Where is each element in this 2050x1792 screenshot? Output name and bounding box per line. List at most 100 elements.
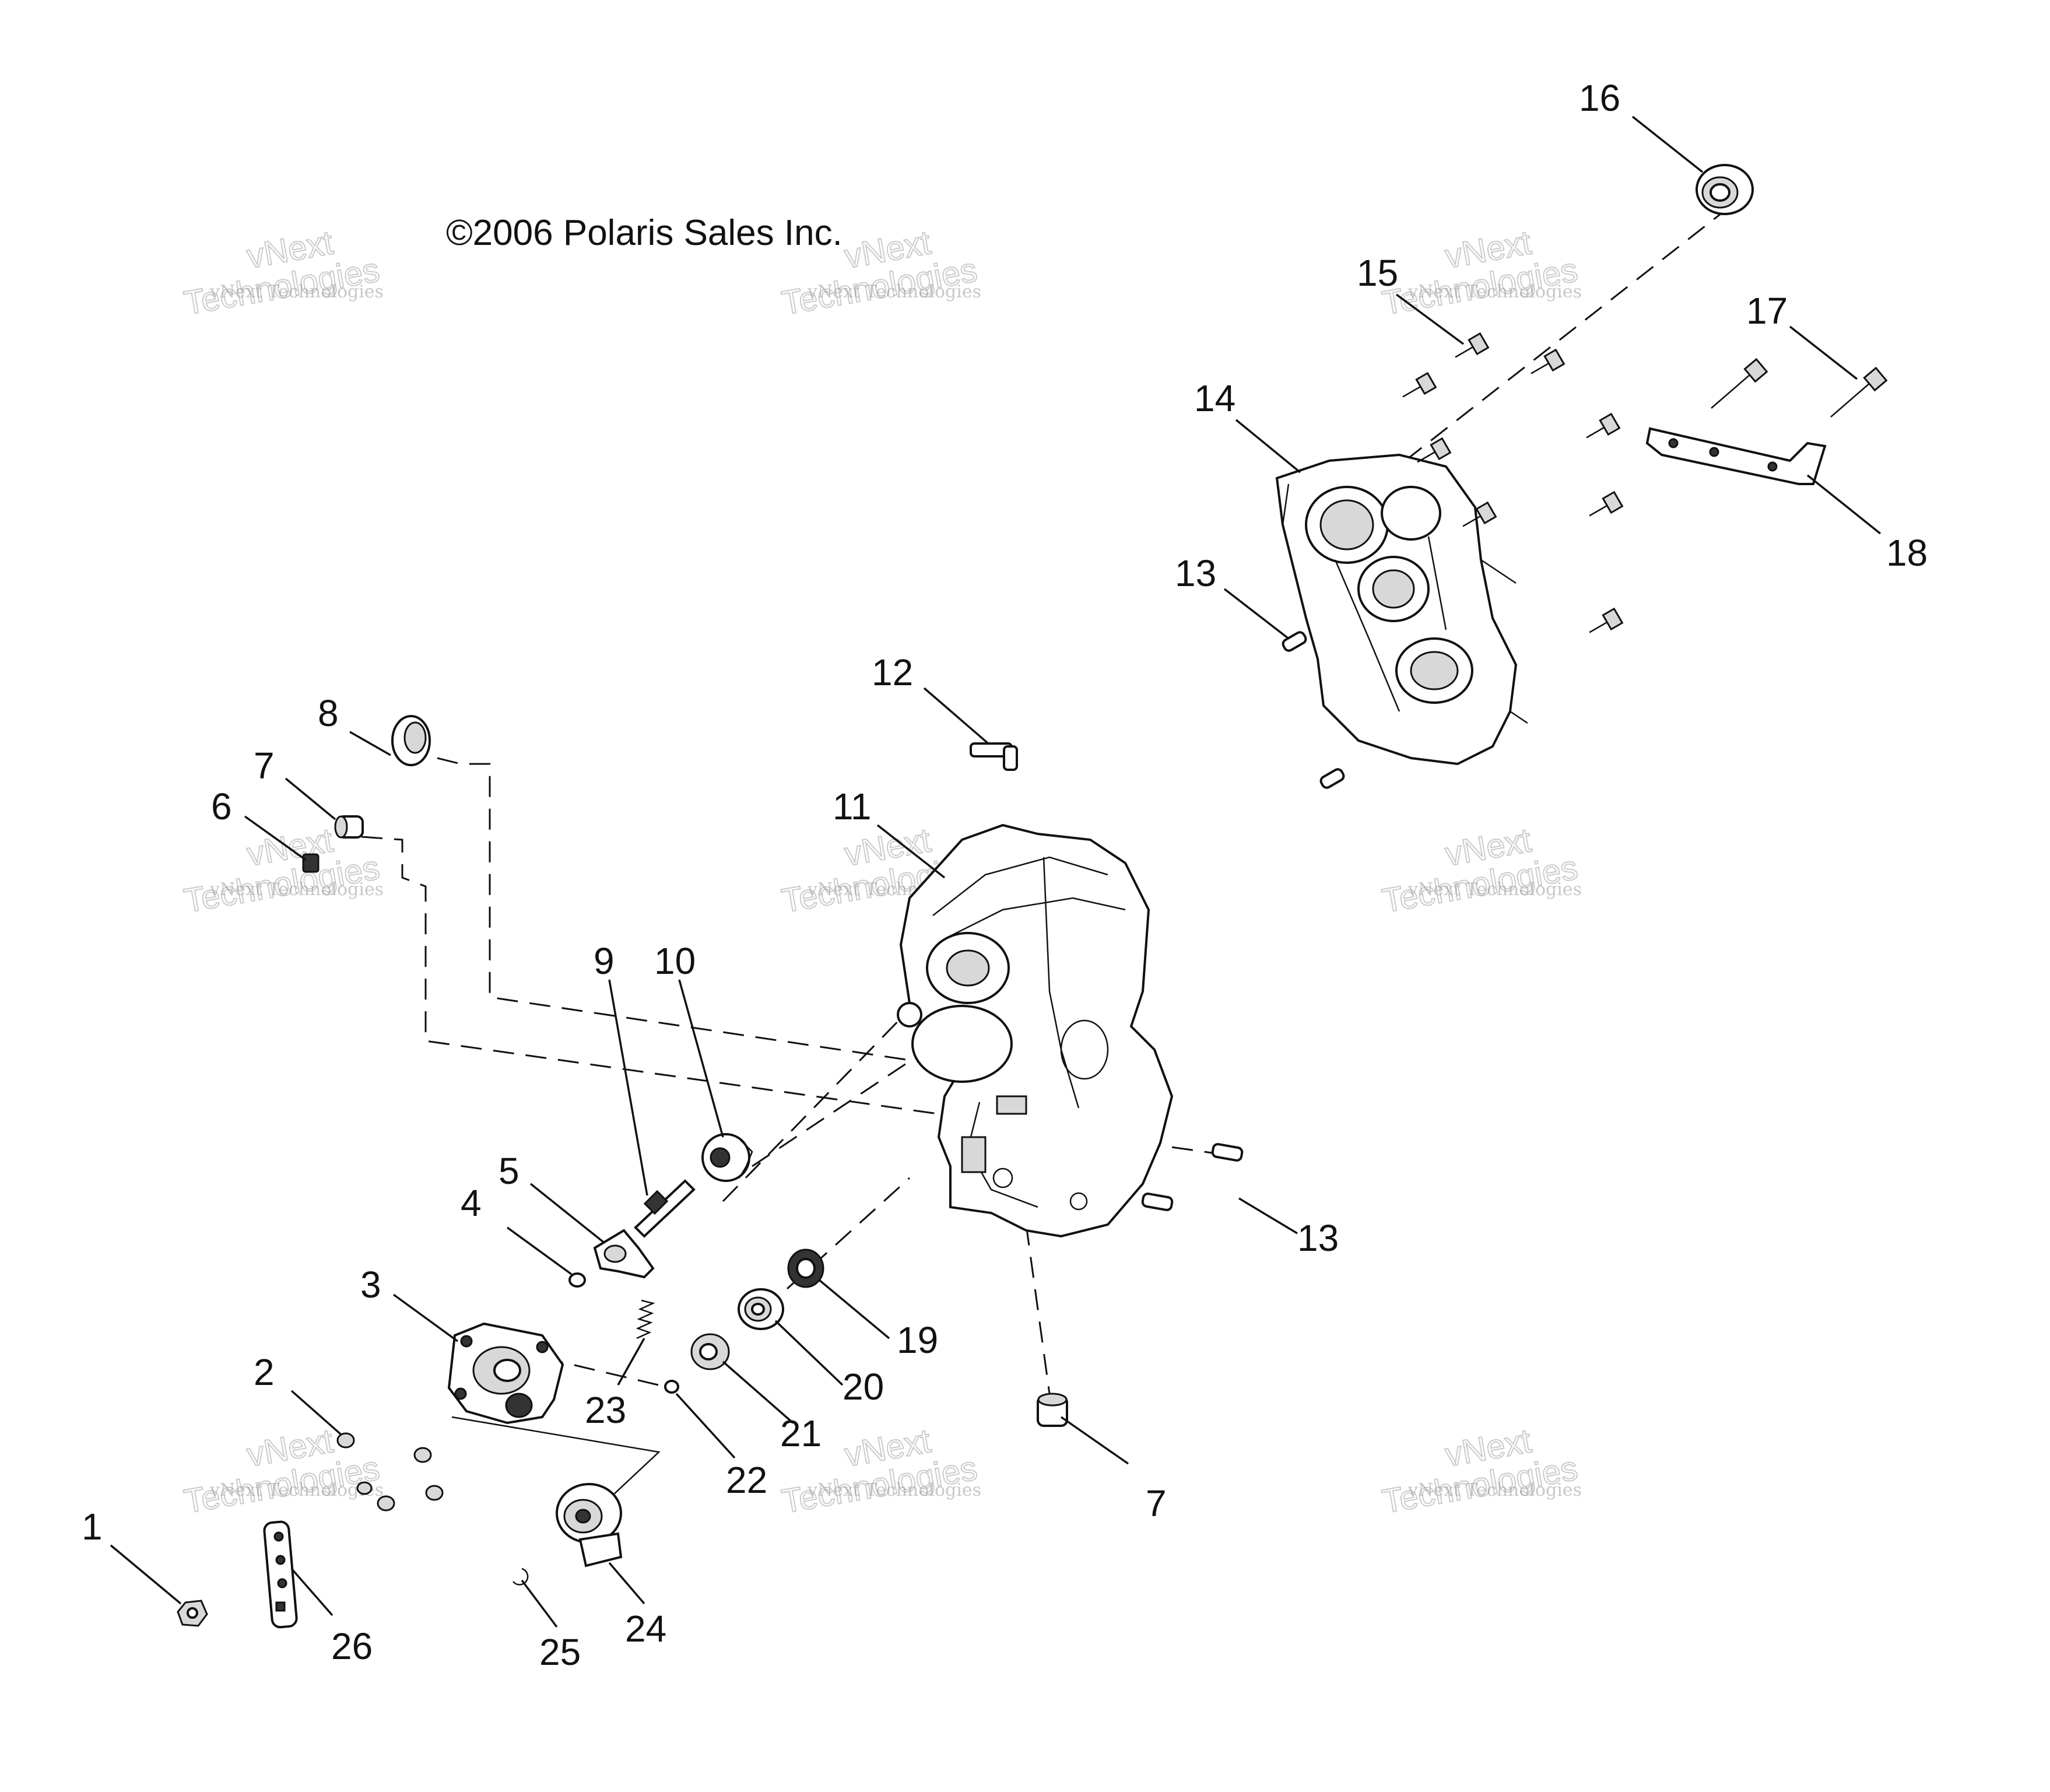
callout-8: 8 <box>318 692 339 734</box>
leader-line-2 <box>290 1390 342 1436</box>
bolt-head <box>1475 501 1497 525</box>
bracket-plate <box>1645 427 1827 485</box>
clip <box>302 853 320 873</box>
leader-line-7 <box>285 777 336 820</box>
case-tab <box>996 1095 1027 1115</box>
link-bar <box>263 1520 298 1629</box>
bracket-hole <box>1668 438 1679 448</box>
assembly-line <box>752 1060 910 1167</box>
bolt-shank <box>1417 451 1435 463</box>
bolt <box>1455 332 1490 358</box>
case-bore <box>946 949 990 987</box>
assembly-line <box>437 757 957 1068</box>
bolt-shank <box>1402 385 1421 398</box>
dowel-pins <box>1141 631 1345 1211</box>
callout-14: 14 <box>1194 377 1235 419</box>
cover-bore-inner <box>1372 569 1415 609</box>
bolt <box>1402 371 1437 398</box>
bracket-hole <box>1767 461 1778 472</box>
housing-boss <box>505 1393 533 1418</box>
callout-18: 18 <box>1886 532 1928 574</box>
callout-2: 2 <box>254 1351 275 1393</box>
case-cover-plate <box>911 1005 1013 1083</box>
bolt-shank <box>1589 504 1607 517</box>
callout-6: 6 <box>211 785 232 827</box>
bolt-head <box>1430 437 1452 461</box>
bolt <box>1462 501 1497 527</box>
bolt-shank <box>1589 621 1607 633</box>
assembly-line <box>1405 209 1726 462</box>
watermark-text: vNext Technologies <box>807 1480 981 1500</box>
cover-bore <box>1381 486 1441 541</box>
dowel-pin <box>1282 631 1307 652</box>
leader-line-3 <box>392 1293 459 1342</box>
case-rib <box>932 856 1108 916</box>
callout-24: 24 <box>625 1608 666 1650</box>
washer <box>664 1380 679 1394</box>
leader-line-24 <box>608 1562 645 1605</box>
callout-26: 26 <box>331 1625 373 1667</box>
housing-bore <box>493 1359 521 1382</box>
case-boss <box>1060 1019 1109 1080</box>
link-bar-slot <box>275 1601 286 1612</box>
bolt-head <box>1602 490 1624 514</box>
small-bearing <box>738 1288 784 1330</box>
bolt <box>1531 348 1565 374</box>
leader-line-21 <box>722 1360 794 1424</box>
elbow-fitting <box>970 742 1018 771</box>
spring <box>636 1299 655 1339</box>
link-bar-hole <box>277 1578 287 1588</box>
long-bolts <box>1711 357 1888 418</box>
nut <box>177 1600 208 1627</box>
cam <box>593 1229 655 1279</box>
plug-top <box>334 815 364 839</box>
bracket-hole <box>1709 447 1719 457</box>
housing-reference-line <box>451 1416 661 1496</box>
leader-line-20 <box>774 1320 844 1386</box>
leader-line-13b <box>1238 1197 1298 1235</box>
watermark-text: vNext Technologies <box>1407 879 1582 900</box>
callout-4: 4 <box>461 1182 482 1224</box>
idler-gear <box>787 1249 824 1288</box>
pulley <box>556 1483 623 1567</box>
dowel-pin <box>1141 1193 1174 1211</box>
leader-line-16 <box>1631 115 1704 173</box>
screw <box>336 1432 355 1449</box>
cam-hole <box>603 1244 627 1263</box>
copyright-text: ©2006 Polaris Sales Inc. <box>446 213 843 253</box>
watermark: Technologies vNext vNext Technologies <box>1379 1421 1582 1521</box>
gearcase-cover <box>1275 453 1528 766</box>
callout-3: 3 <box>360 1264 381 1306</box>
leader-line-14 <box>1235 419 1301 474</box>
nut-bore <box>187 1607 198 1619</box>
case-hole <box>1069 1192 1088 1211</box>
bolt-head <box>1415 371 1437 395</box>
long-bolt-shank <box>1711 370 1756 409</box>
plug-face <box>1037 1393 1068 1407</box>
bolt <box>1589 607 1624 633</box>
pulley-arm <box>578 1532 623 1567</box>
pump-gear <box>690 1333 730 1370</box>
shaft-body <box>634 1179 696 1238</box>
leader-line-23 <box>617 1338 645 1386</box>
leader-line-7b <box>1061 1416 1129 1465</box>
callout-1: 1 <box>82 1506 103 1548</box>
bracket <box>1645 427 1827 485</box>
plug-bottom <box>1037 1393 1068 1427</box>
bolt-shank <box>1455 346 1473 358</box>
snap-ring <box>512 1567 529 1586</box>
callout-7: 7 <box>254 745 275 787</box>
callout-17: 17 <box>1746 290 1788 332</box>
watermark-text: vNext Technologies <box>209 1480 384 1500</box>
bolt-head <box>1543 348 1565 372</box>
callout-16: 16 <box>1579 77 1620 119</box>
plug-face <box>334 815 348 839</box>
bearing-bore <box>1709 183 1730 202</box>
bolt-head <box>1602 607 1624 631</box>
long-bolt-head <box>1863 366 1888 392</box>
leader-line-13 <box>1223 588 1290 640</box>
leader-line-5 <box>529 1183 605 1243</box>
transmission-case <box>897 823 1174 1238</box>
link-bar-hole <box>273 1531 284 1542</box>
